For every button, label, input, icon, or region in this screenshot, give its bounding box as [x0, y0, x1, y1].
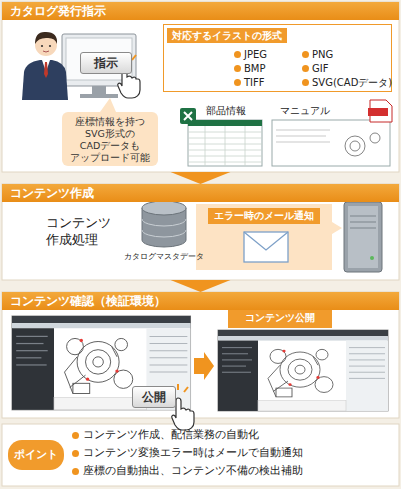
node-text: ポイント — [8, 440, 64, 470]
doc-label: 部品情報 — [206, 104, 246, 117]
node-text: コンテンツ公開 — [231, 310, 329, 326]
flow-arrow — [171, 280, 231, 292]
node-text: エラー時のメール通知 — [211, 208, 317, 224]
format-item: JPEG — [234, 48, 302, 61]
instruct-button: 指示 — [80, 52, 132, 74]
db-label: カタログマスタデータ — [124, 252, 204, 262]
format-item: TIFF — [234, 76, 302, 89]
point-item: コンテンツ変換エラー時はメールで自動通知 — [72, 446, 303, 460]
node-text: 公開 — [133, 387, 175, 407]
node-text: 座標情報を持つ SVG形式の CADデータも アップロード可能 — [67, 116, 153, 164]
publish-button: 公開 — [132, 386, 176, 408]
publish-tag: コンテンツ公開 — [228, 310, 332, 328]
point-item: コンテンツ作成、配信業務の自動化 — [72, 428, 259, 442]
node-text: 指示 — [81, 53, 131, 73]
section-band: コンテンツ確認（検証環境） 公開 コンテンツ公開 — [2, 292, 399, 418]
section-heading: コンテンツ確認（検証環境） — [2, 292, 399, 310]
box-heading: 対応するイラストの形式 — [167, 28, 287, 43]
section-band: カタログ発行指示指示 対応するイラストの形式 JPEGPNGBMPGIFTIFFSV… — [2, 2, 399, 172]
mail-tag: エラー時のメール通知 — [208, 208, 320, 224]
section-heading: カタログ発行指示 — [2, 2, 399, 20]
section-heading: コンテンツ作成 — [2, 184, 399, 202]
process-label: コンテンツ 作成処理 — [46, 214, 120, 248]
format-item: PNG — [302, 48, 384, 61]
format-list: JPEGPNGBMPGIFTIFFSVG(CADデータ) — [234, 48, 384, 89]
point-item: 座標の自動抽出、コンテンツ不備の検出補助 — [72, 464, 303, 478]
point-pill: ポイント — [8, 440, 64, 470]
flow-arrow — [171, 172, 231, 184]
format-item: GIF — [302, 62, 384, 75]
doc-label: マニュアル — [280, 104, 330, 117]
note-callout: 座標情報を持つ SVG形式の CADデータも アップロード可能 — [62, 112, 158, 166]
format-item: SVG(CADデータ) — [302, 76, 384, 89]
format-box: 対応するイラストの形式 JPEGPNGBMPGIFTIFFSVG(CADデータ) — [163, 24, 392, 92]
format-item: BMP — [234, 62, 302, 75]
